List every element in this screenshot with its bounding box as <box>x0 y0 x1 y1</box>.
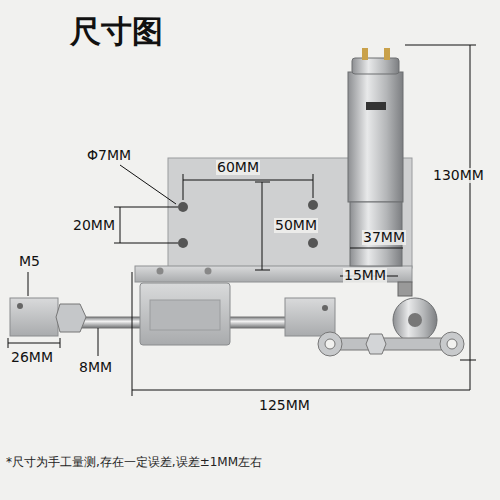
dimension-lines-part <box>98 328 99 356</box>
dimension-lines-part <box>255 182 270 183</box>
dimension-lines-part <box>120 207 121 243</box>
dimension-label: 130MM <box>432 168 485 183</box>
dimension-lines-part <box>60 338 61 348</box>
bracket-plate-part <box>157 268 164 275</box>
slider-and-rod-part <box>140 283 230 345</box>
dimension-lines-part <box>262 182 263 270</box>
crank-linkage-part <box>325 339 335 349</box>
slider-and-rod-part <box>150 300 220 330</box>
slider-and-rod-part <box>10 298 58 336</box>
caption-note: *尺寸为手工量测,存在一定误差,误差±1MM左右 <box>6 456 262 469</box>
motor-part <box>348 72 403 202</box>
motor <box>348 48 412 296</box>
bracket-plate-part <box>205 268 212 275</box>
dimension-lines-part <box>132 272 133 396</box>
dimension-label: 8MM <box>78 360 113 375</box>
crank-linkage <box>318 298 464 356</box>
dimension-lines-part <box>183 174 184 200</box>
dimension-lines-part <box>470 45 471 390</box>
dimension-lines-part <box>132 390 470 391</box>
dimension-lines-part <box>183 180 313 181</box>
dimension-lines-part <box>255 270 270 271</box>
motor-part <box>384 48 390 60</box>
dimension-lines-part <box>313 174 314 198</box>
motor-part <box>366 102 386 110</box>
bracket-plate-part <box>308 200 318 210</box>
crank-linkage-part <box>330 338 450 350</box>
dimension-label: 60MM <box>216 160 260 175</box>
dimension-lines-part <box>350 248 403 249</box>
motor-part <box>352 58 399 74</box>
dimension-lines-part <box>114 207 178 208</box>
slider-and-rod-part <box>322 305 328 311</box>
dimension-lines <box>8 45 476 396</box>
crank-linkage-part <box>318 332 342 356</box>
crank-linkage-part <box>393 298 437 342</box>
crank-linkage-part <box>408 313 422 327</box>
dimension-lines-part <box>8 343 60 344</box>
dimension-lines-part <box>28 272 29 296</box>
bracket-plate-part <box>178 202 188 212</box>
crank-linkage-part <box>447 339 457 349</box>
slider-and-rod <box>10 283 335 345</box>
dimension-label: 20MM <box>72 218 116 233</box>
motor-part <box>398 282 412 296</box>
title: 尺寸图 <box>70 14 163 48</box>
dimension-lines-part <box>114 243 178 244</box>
slider-and-rod-part <box>56 304 86 332</box>
dimension-label: 50MM <box>274 218 318 233</box>
bracket-plate-part <box>308 238 318 248</box>
slider-and-rod-part <box>285 298 335 336</box>
motor-part <box>362 48 368 60</box>
dimension-label: Φ7MM <box>86 148 132 163</box>
dimension-label: 26MM <box>10 350 54 365</box>
dimension-label: 125MM <box>258 398 311 413</box>
dimension-lines-part <box>120 165 176 204</box>
dimension-label: 37MM <box>362 230 406 245</box>
dimension-lines-part <box>8 338 9 348</box>
slider-and-rod-part <box>17 303 23 309</box>
dimension-lines-part <box>405 45 476 46</box>
dimension-label: 15MM <box>343 268 387 283</box>
bracket-plate-part <box>178 238 188 248</box>
dimension-label: M5 <box>18 254 41 269</box>
dimension-lines-part <box>460 360 476 361</box>
crank-linkage-part <box>366 334 386 354</box>
crank-linkage-part <box>440 332 464 356</box>
